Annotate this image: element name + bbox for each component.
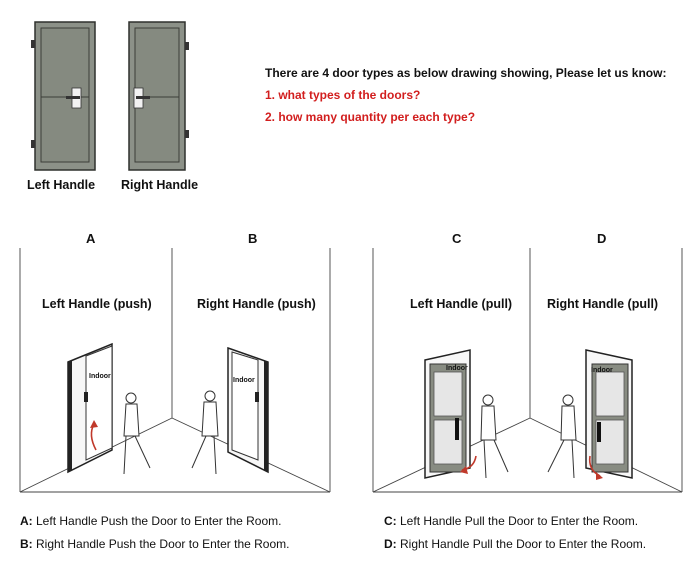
caption-c: C: Left Handle Pull the Door to Enter th… (384, 514, 638, 528)
caption-a-key: A: (20, 514, 33, 528)
caption-d: D: Right Handle Pull the Door to Enter t… (384, 537, 646, 551)
caption-a: A: Left Handle Push the Door to Enter th… (20, 514, 281, 528)
caption-a-text: Left Handle Push the Door to Enter the R… (32, 514, 282, 528)
door-a-indoor-label: Indoor (89, 373, 111, 380)
door-a-illustration (67, 342, 113, 474)
panel-d-title: Right Handle (pull) (547, 297, 659, 311)
room-pull-outline (372, 248, 683, 493)
left-handle-label: Left Handle (27, 178, 96, 192)
letter-a: A (86, 231, 96, 246)
left-handle-door-icon (31, 21, 96, 171)
question-2: 2. how many quantity per each type? (265, 110, 476, 124)
right-handle-door-icon (128, 21, 189, 171)
letter-b: B (248, 231, 258, 246)
right-handle-label: Right Handle (121, 178, 199, 192)
question-1: 1. what types of the doors? (265, 88, 421, 102)
person-d-figure (547, 394, 577, 479)
person-c-figure (480, 394, 509, 479)
door-c-illustration (424, 349, 477, 479)
door-d-illustration (585, 349, 633, 480)
letter-c: C (452, 231, 462, 246)
person-a-figure (123, 392, 151, 475)
caption-d-text: Right Handle Pull the Door to Enter the … (396, 537, 647, 551)
caption-d-key: D: (384, 537, 397, 551)
door-d-indoor-label: Indoor (591, 367, 613, 374)
person-b-figure (191, 390, 219, 475)
question-intro: There are 4 door types as below drawing … (265, 66, 667, 80)
room-push-outline (19, 248, 331, 493)
caption-b-text: Right Handle Push the Door to Enter the … (32, 537, 290, 551)
letter-d: D (597, 231, 607, 246)
caption-b: B: Right Handle Push the Door to Enter t… (20, 537, 289, 551)
caption-b-key: B: (20, 537, 33, 551)
door-b-illustration (227, 346, 269, 474)
caption-c-key: C: (384, 514, 397, 528)
caption-c-text: Left Handle Pull the Door to Enter the R… (396, 514, 639, 528)
door-b-indoor-label: Indoor (233, 377, 255, 384)
panel-c-title: Left Handle (pull) (410, 297, 513, 311)
door-c-indoor-label: Indoor (446, 365, 468, 372)
panel-b-title: Right Handle (push) (197, 297, 316, 311)
panel-a-title: Left Handle (push) (42, 297, 152, 311)
